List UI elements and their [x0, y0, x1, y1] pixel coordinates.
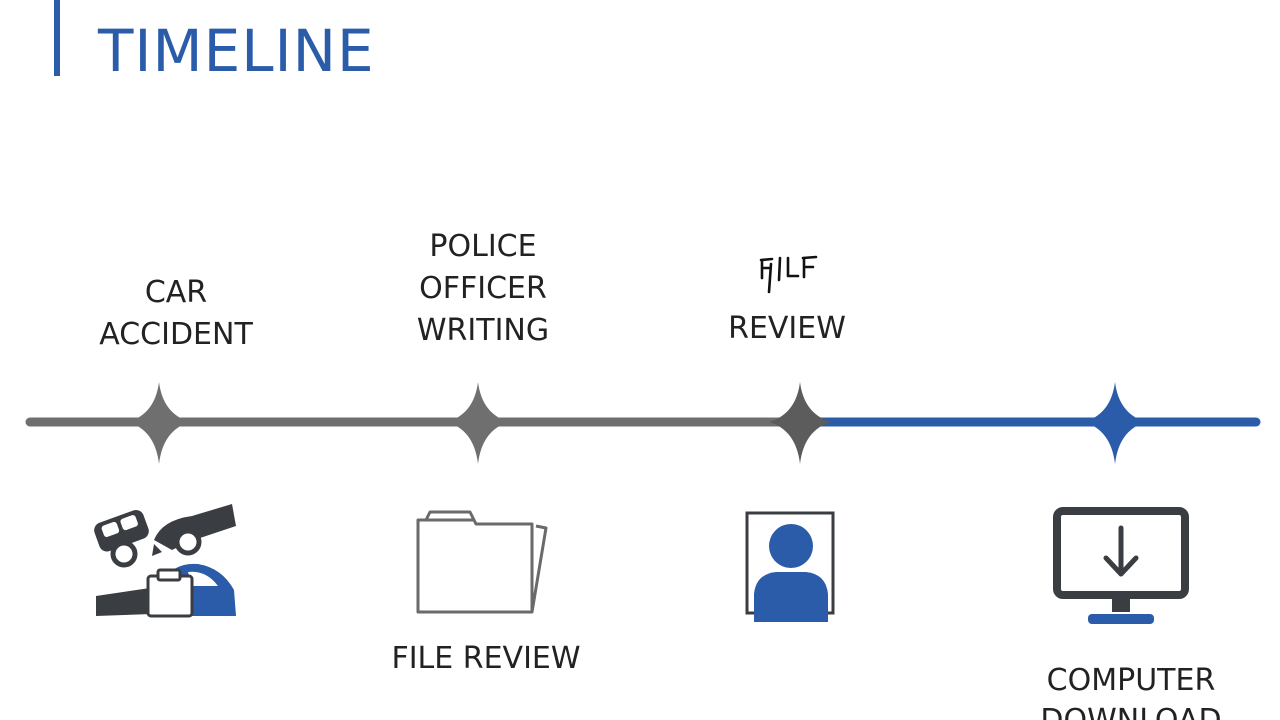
timeline-marker-2 [447, 382, 509, 464]
timeline-marker-1 [128, 382, 190, 464]
handwritten-scribble [759, 255, 818, 294]
label-file-review: FILE REVIEW [391, 639, 580, 679]
stage-label-review: REVIEW [728, 308, 846, 350]
stage-label-line: OFFICER [419, 271, 547, 306]
computer-download-icon [1053, 507, 1189, 624]
stage-label-car-accident: CAR ACCIDENT [99, 272, 253, 356]
timeline-marker-4 [1084, 382, 1146, 464]
label-computer-download: COMPUTER DOWNLOAD [1040, 661, 1221, 720]
title-accent-bar [54, 0, 60, 76]
label-line: FILE REVIEW [391, 641, 581, 676]
stage-label-line: REVIEW [728, 311, 846, 346]
label-line: COMPUTER [1046, 663, 1216, 698]
label-line: DOWNLOAD [1040, 701, 1221, 720]
person-portrait-icon [745, 511, 835, 622]
stage-label-line: WRITING [416, 313, 550, 348]
folder-icon [416, 510, 548, 614]
stage-label-line: CAR [144, 275, 208, 310]
page-title: TIMELINE [98, 17, 375, 85]
car-accident-icon [94, 504, 236, 618]
timeline-marker-3 [769, 382, 831, 464]
stage-label-line: POLICE [429, 229, 537, 264]
timeline-track [25, 382, 1261, 464]
stage-label-line: ACCIDENT [99, 317, 253, 352]
stage-label-police-officer-writing: POLICE OFFICER WRITING [417, 226, 549, 352]
